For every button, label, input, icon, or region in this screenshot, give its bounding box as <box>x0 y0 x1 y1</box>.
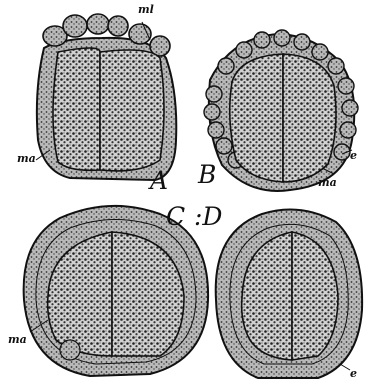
panel-letter-d: :D <box>194 204 222 229</box>
label-e-d: e <box>350 368 357 379</box>
label-ma-c: ma <box>8 334 27 345</box>
panel-letter-b: B <box>198 162 216 187</box>
embryo-c <box>24 206 208 376</box>
embryo-d <box>216 210 362 379</box>
label-e-b: e <box>350 150 357 161</box>
label-ma-a: ma <box>17 153 36 164</box>
embryo-b <box>204 30 358 191</box>
label-ml: ml <box>138 4 154 15</box>
panel-letter-c: C <box>166 204 185 229</box>
panel-letter-a: A <box>150 168 168 193</box>
label-ma-b: ma <box>318 177 337 188</box>
embryo-a <box>37 14 176 180</box>
